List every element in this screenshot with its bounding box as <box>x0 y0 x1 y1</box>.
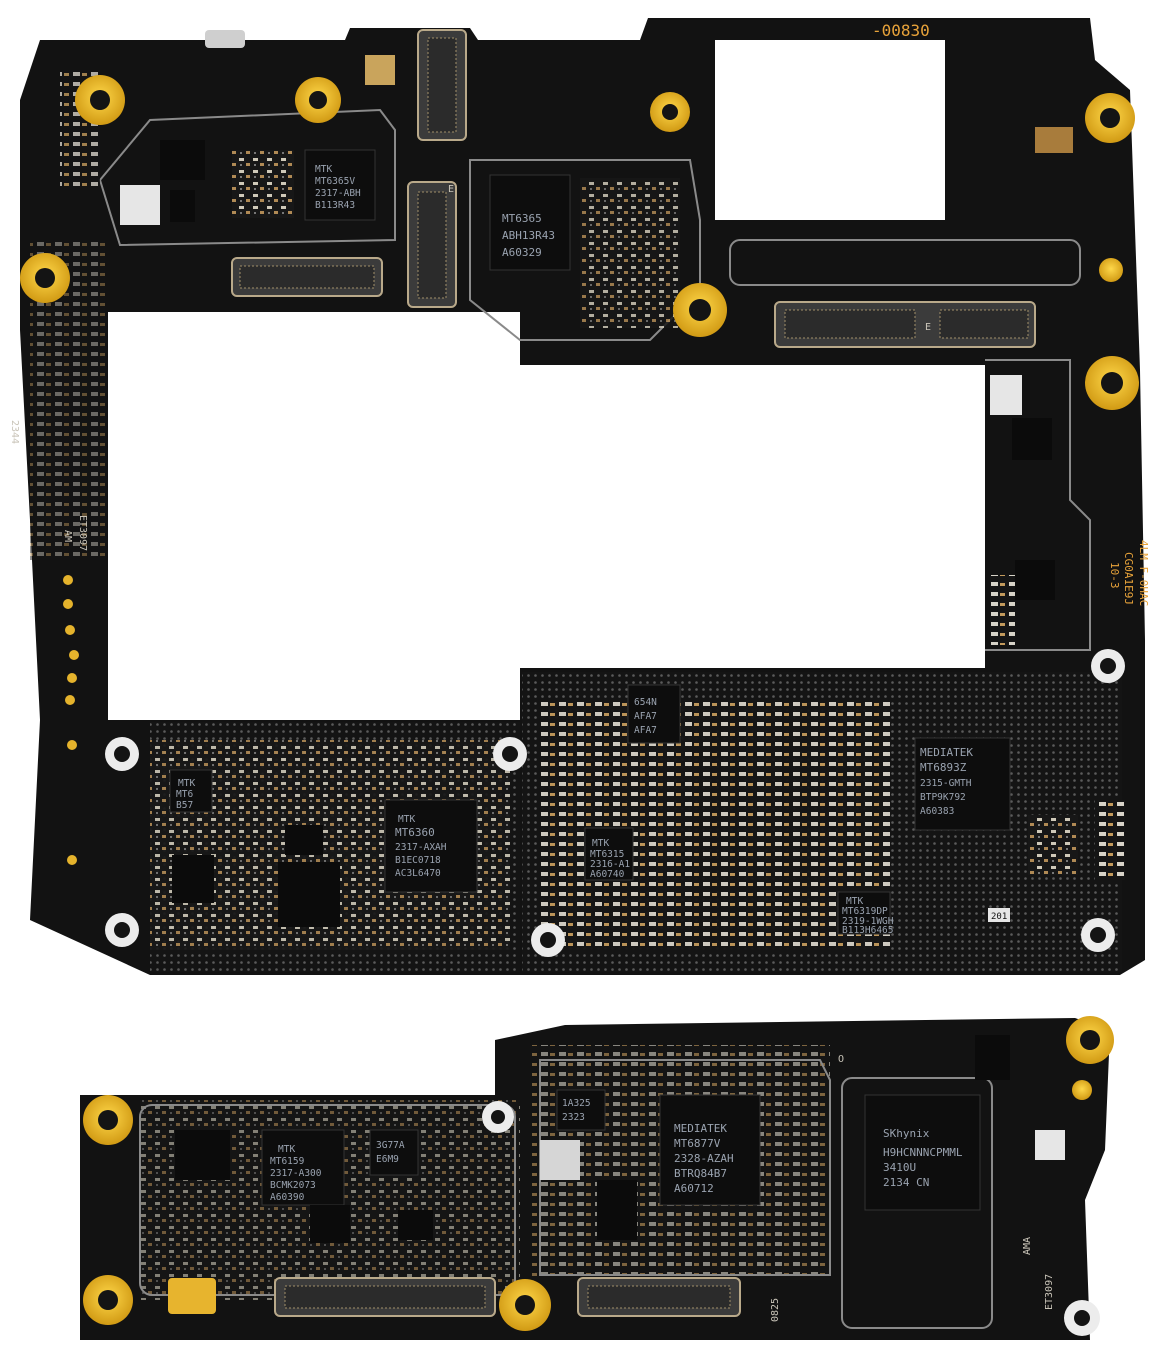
svg-text:2328-AZAH: 2328-AZAH <box>674 1152 734 1165</box>
top-board: MTK MT6365V 2317-ABH B113R43 MT6365 ABH1… <box>9 18 1150 975</box>
bottom-label-1: AMA <box>1022 1237 1033 1255</box>
svg-text:MT6893Z: MT6893Z <box>920 761 967 774</box>
svg-text:MTK: MTK <box>846 896 863 907</box>
svg-text:AFA7: AFA7 <box>634 725 657 736</box>
svg-text:H9HCNNNCPMML: H9HCNNNCPMML <box>883 1146 963 1159</box>
left-code-label: 2344 <box>9 420 20 444</box>
chip-pmic-c: MTK MT6315 2316-A1 A60740 <box>584 827 634 881</box>
svg-text:654N: 654N <box>634 697 657 708</box>
left-label-1: ET3097 <box>77 515 88 551</box>
right-label-2: CG0A1E9J <box>1122 552 1135 605</box>
chip-memory: SKhynix H9HCNNNCPMML 3410U 2134 CN <box>864 1094 981 1211</box>
right-label-1: 4LM F-0HAC <box>1137 540 1150 606</box>
connector-bottom-left <box>274 1277 496 1317</box>
svg-text:2319-1WGH: 2319-1WGH <box>842 916 894 927</box>
svg-text:2317-A300: 2317-A300 <box>270 1168 322 1179</box>
bottom-board: MTK MT6159 2317-A300 BCMK2073 A60390 3G7… <box>80 1016 1114 1340</box>
svg-text:B57: B57 <box>176 800 193 811</box>
svg-text:MEDIATEK: MEDIATEK <box>920 746 973 759</box>
svg-text:MT6360: MT6360 <box>395 826 435 839</box>
svg-text:MTK: MTK <box>398 814 415 825</box>
svg-text:MT6159: MT6159 <box>270 1156 305 1167</box>
svg-text:BTP9K792: BTP9K792 <box>920 792 966 803</box>
svg-text:MTK: MTK <box>592 838 609 849</box>
svg-text:MEDIATEK: MEDIATEK <box>674 1122 727 1135</box>
svg-text:A60383: A60383 <box>920 806 954 817</box>
part-number-label: -00830 <box>872 21 930 40</box>
svg-text:B113H6465: B113H6465 <box>842 925 893 936</box>
svg-text:2134 CN: 2134 CN <box>883 1176 929 1189</box>
svg-text:AC3L6470: AC3L6470 <box>395 868 441 879</box>
code-0825-label: 0825 <box>770 1298 781 1322</box>
svg-text:2323: 2323 <box>562 1112 585 1123</box>
svg-text:3410U: 3410U <box>883 1161 916 1174</box>
svg-text:A60390: A60390 <box>270 1192 305 1203</box>
svg-text:MTK: MTK <box>278 1144 295 1155</box>
connector-vertical-2 <box>407 181 457 308</box>
svg-text:MT6319DP: MT6319DP <box>842 906 888 917</box>
chip-modem: MEDIATEK MT6893Z 2315-GMTH BTP9K792 A603… <box>914 737 1011 831</box>
svg-text:B113R43: B113R43 <box>315 200 355 211</box>
chip-sensor-hub: MTK MT6319DP 2319-1WGH B113H6465 <box>837 891 894 936</box>
svg-text:3G77A: 3G77A <box>376 1140 405 1151</box>
svg-text:E6M9: E6M9 <box>376 1154 399 1165</box>
svg-text:SKhynix: SKhynix <box>883 1127 930 1140</box>
bottom-label-2: ET3097 <box>1044 1274 1055 1310</box>
connector-mid-right <box>774 301 1036 348</box>
chip-pmic-b: MTK MT6360 2317-AXAH B1EC0718 AC3L6470 <box>384 799 478 893</box>
svg-text:MT6365: MT6365 <box>502 212 542 225</box>
chip-small-a: 3G77A E6M9 <box>369 1129 419 1176</box>
chip-soc: MEDIATEK MT6877V 2328-AZAH BTRQ84B7 A607… <box>659 1094 761 1206</box>
svg-text:ABH13R43: ABH13R43 <box>502 229 555 242</box>
small-201-label: 201 <box>991 912 1007 922</box>
svg-text:MT6315: MT6315 <box>590 849 624 860</box>
mark-o-label: O <box>838 1054 844 1065</box>
chip-rf-transceiver: MT6365 ABH13R43 A60329 <box>489 174 571 271</box>
chip-small-ic: 654N AFA7 AFA7 <box>627 684 681 744</box>
svg-text:2316-A1: 2316-A1 <box>590 859 630 870</box>
svg-text:MTK: MTK <box>178 778 195 789</box>
svg-text:AFA7: AFA7 <box>634 711 657 722</box>
svg-text:2317-AXAH: 2317-AXAH <box>395 842 447 853</box>
connector-mark-e1: E <box>448 184 454 195</box>
connector-top-left <box>231 257 383 297</box>
chip-pmic-a: MTK MT6365V 2317-ABH B113R43 <box>304 149 376 221</box>
connector-vertical-1 <box>417 29 467 141</box>
left-label-2: AM <box>62 530 73 542</box>
svg-text:2315-GMTH: 2315-GMTH <box>920 778 972 789</box>
svg-text:MTK: MTK <box>315 164 332 175</box>
svg-text:A60712: A60712 <box>674 1182 714 1195</box>
svg-text:MT6365V: MT6365V <box>315 176 355 187</box>
svg-text:B1EC0718: B1EC0718 <box>395 855 441 866</box>
chip-small-b: 1A325 2323 <box>556 1089 606 1131</box>
svg-text:BCMK2073: BCMK2073 <box>270 1180 316 1191</box>
right-label-3: 10-3 <box>1108 562 1121 589</box>
svg-text:MT6877V: MT6877V <box>674 1137 721 1150</box>
connector-bottom-right <box>577 1277 741 1317</box>
connector-mark-e2: E <box>925 322 931 333</box>
svg-text:BTRQ84B7: BTRQ84B7 <box>674 1167 727 1180</box>
svg-text:1A325: 1A325 <box>562 1098 591 1109</box>
svg-text:A60329: A60329 <box>502 246 542 259</box>
svg-text:A60740: A60740 <box>590 869 625 880</box>
chip-mtk-small: MTK MT6 B57 <box>169 769 213 813</box>
svg-text:2317-ABH: 2317-ABH <box>315 188 361 199</box>
chip-pmic-d: MTK MT6159 2317-A300 BCMK2073 A60390 <box>261 1129 345 1206</box>
svg-text:MT6: MT6 <box>176 789 193 800</box>
